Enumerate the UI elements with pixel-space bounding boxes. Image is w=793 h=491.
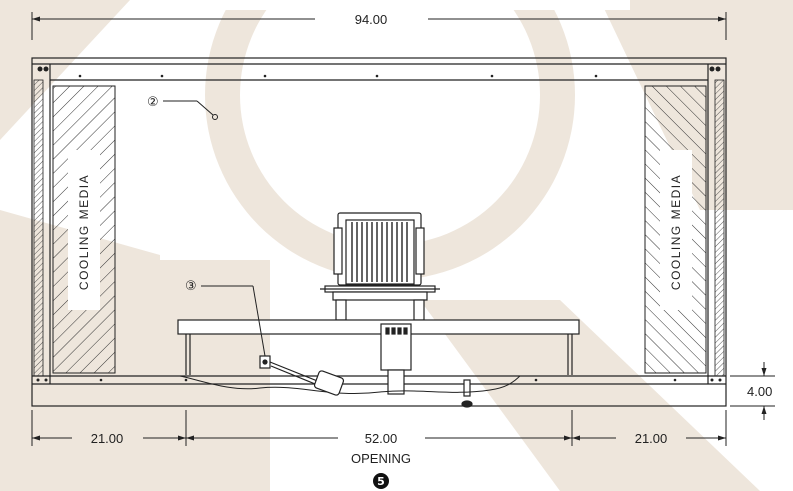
bolt-top-left xyxy=(37,66,43,72)
callout-5-number: 5 xyxy=(377,475,385,488)
water-level-line xyxy=(50,375,708,395)
bolt-bottom-left-2 xyxy=(44,378,48,382)
left-section-label: 21.00 xyxy=(91,431,124,446)
right-media-label-bg xyxy=(660,150,692,310)
left-frame-hatch xyxy=(33,79,44,377)
overall-dimension: 94.00 xyxy=(31,12,727,40)
right-media-label: COOLING MEDIA xyxy=(669,174,683,290)
callout-5-badge: 5 xyxy=(373,473,389,489)
left-media-label-bg xyxy=(68,150,100,310)
bolt-top-right-2 xyxy=(715,66,721,72)
bottom-dimensions: 21.00 52.00 OPENING 21.00 xyxy=(31,410,727,466)
corner-bolts xyxy=(36,66,722,382)
callout-2: ② xyxy=(147,95,218,120)
callout-3-number: ③ xyxy=(185,279,197,294)
bolt-bottom-right xyxy=(710,378,714,382)
bolt-bottom-right-2 xyxy=(718,378,722,382)
opening-width-label: 52.00 xyxy=(365,431,398,446)
right-frame-hatch xyxy=(714,79,725,377)
callout-3: ③ xyxy=(185,279,266,357)
float-valve xyxy=(259,355,345,396)
opening-label: OPENING xyxy=(351,451,411,466)
motor-platform xyxy=(177,319,580,408)
left-media-label: COOLING MEDIA xyxy=(77,174,91,290)
rivet-dots xyxy=(78,74,677,382)
bolt-bottom-left xyxy=(36,378,40,382)
right-section-label: 21.00 xyxy=(635,431,668,446)
callout-2-number: ② xyxy=(147,95,159,110)
bolt-top-left-2 xyxy=(43,66,49,72)
blower-motor xyxy=(320,212,440,321)
bolt-top-right xyxy=(709,66,715,72)
base-height-label: 4.00 xyxy=(747,384,772,399)
base-height-dimension: 4.00 xyxy=(730,362,775,420)
overall-width-label: 94.00 xyxy=(355,12,388,27)
